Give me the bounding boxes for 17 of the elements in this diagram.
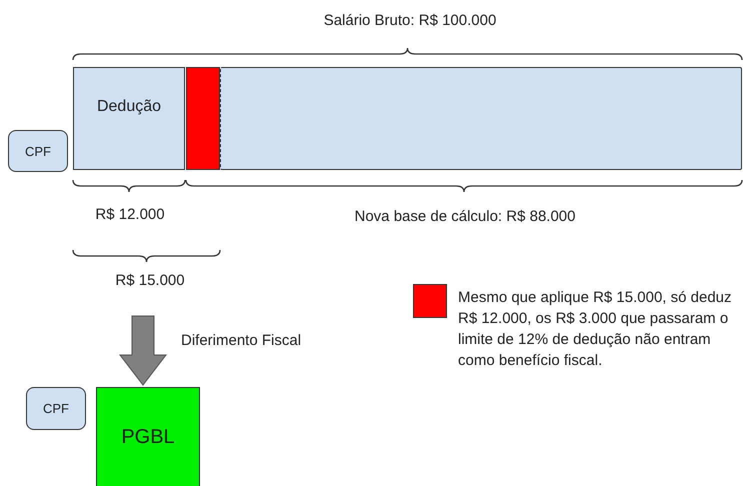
taxable-base-bar bbox=[220, 67, 742, 170]
cpf-box bbox=[8, 130, 68, 172]
node-label: CPF bbox=[25, 144, 51, 158]
edge-label: Diferimento Fiscal bbox=[181, 332, 302, 349]
amount-label: Salário Bruto: R$ 100.000 bbox=[324, 12, 496, 29]
amount-label: R$ 15.000 bbox=[115, 272, 185, 289]
node-label: Dedução bbox=[96, 98, 162, 116]
excess-bar bbox=[186, 67, 220, 170]
node-label: CPF bbox=[43, 401, 69, 416]
amount-label: Nova base de cálculo: R$ 88.000 bbox=[354, 208, 576, 225]
node-label: PGBL bbox=[121, 426, 175, 449]
amount-label: R$ 12.000 bbox=[95, 206, 165, 223]
block-arrow bbox=[118, 316, 168, 386]
cpf-box bbox=[26, 387, 86, 430]
deduction-section bbox=[73, 67, 185, 170]
legend-text: Mesmo que aplique R$ 15.000, só deduz R$ 12.000, os R$ 3.000 que passaram o limite de 12% de dedução não entram como benefício fiscal. bbox=[458, 288, 733, 371]
pgbl-box bbox=[96, 387, 200, 486]
